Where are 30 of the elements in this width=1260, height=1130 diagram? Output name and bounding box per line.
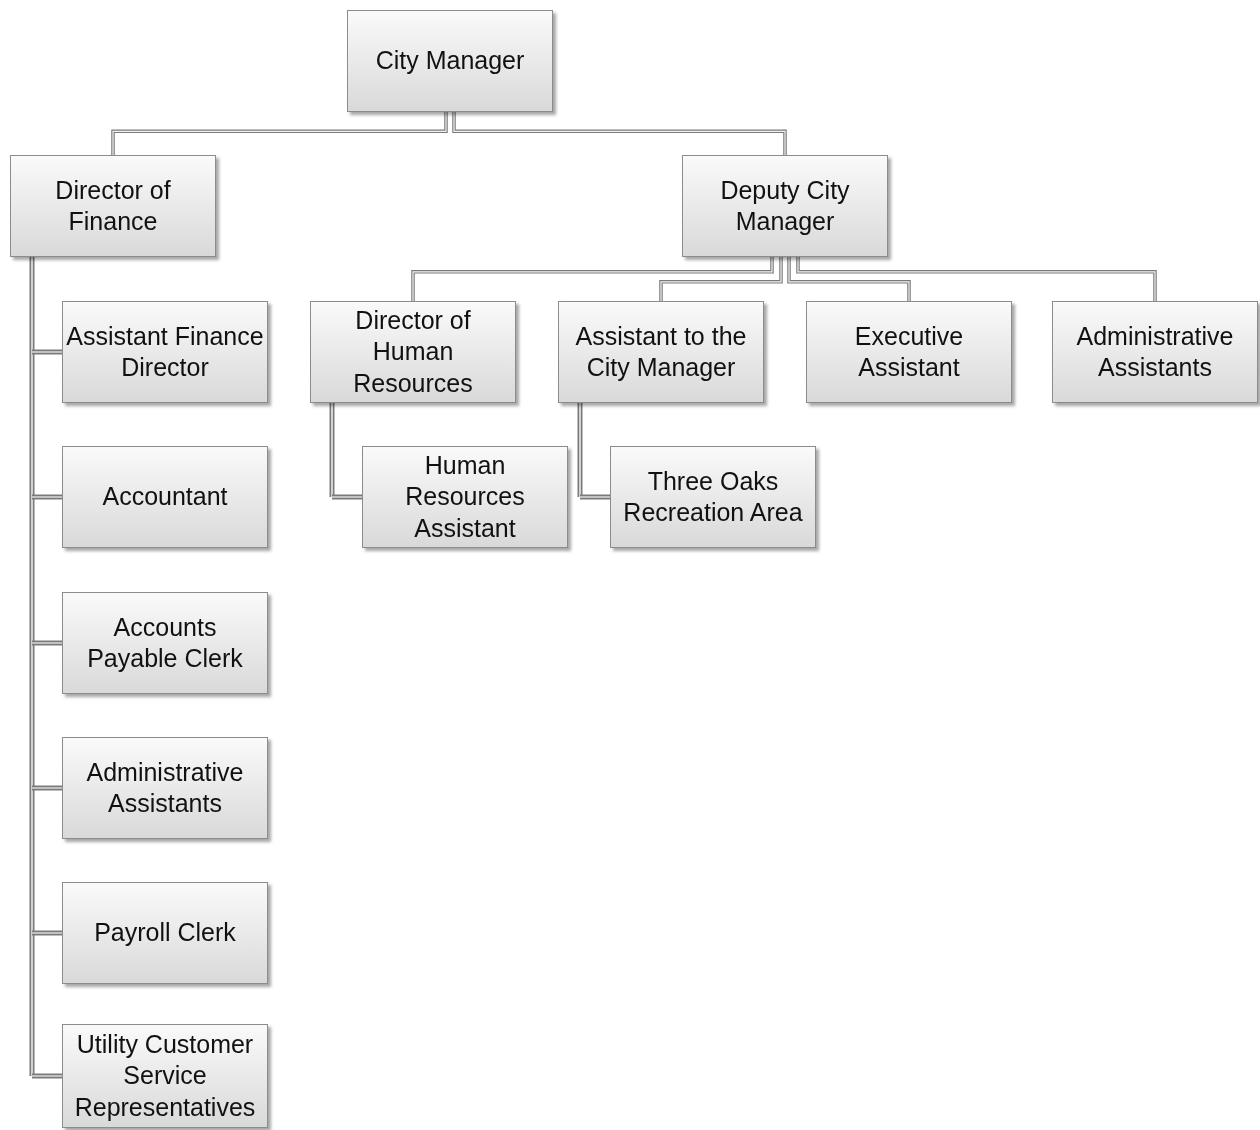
position-title: Utility Customer Service Representatives	[73, 1029, 257, 1123]
position-box	[806, 301, 1012, 403]
position-title: Assistant Finance Director	[65, 320, 265, 383]
position-title: Assistant to the City Manager	[574, 320, 748, 383]
position-title: Executive Assistant	[853, 320, 965, 383]
position-box	[362, 446, 568, 548]
position-title: Director of Human Resources	[352, 305, 474, 399]
position-title: Human Resources Assistant	[404, 450, 526, 544]
position-title: City Manager	[375, 45, 525, 77]
position-box	[558, 301, 764, 403]
position-box	[1052, 301, 1258, 403]
position-box	[10, 155, 216, 257]
position-box	[310, 301, 516, 403]
position-box	[62, 882, 268, 984]
position-title: Accountant	[102, 481, 228, 513]
position-box	[62, 592, 268, 694]
position-title: Director of Finance	[54, 174, 172, 237]
position-title: Payroll Clerk	[94, 917, 236, 949]
position-title: Three Oaks Recreation Area	[622, 465, 804, 528]
position-box	[62, 1024, 268, 1128]
position-title: Administrative Assistants	[85, 756, 245, 819]
position-box	[62, 737, 268, 839]
position-title: Accounts Payable Clerk	[86, 611, 244, 674]
position-box	[682, 155, 888, 257]
position-box	[62, 446, 268, 548]
position-title: Administrative Assistants	[1075, 320, 1235, 383]
position-title: Deputy City Manager	[719, 174, 851, 237]
position-box	[610, 446, 816, 548]
position-box	[62, 301, 268, 403]
position-box	[347, 10, 553, 112]
